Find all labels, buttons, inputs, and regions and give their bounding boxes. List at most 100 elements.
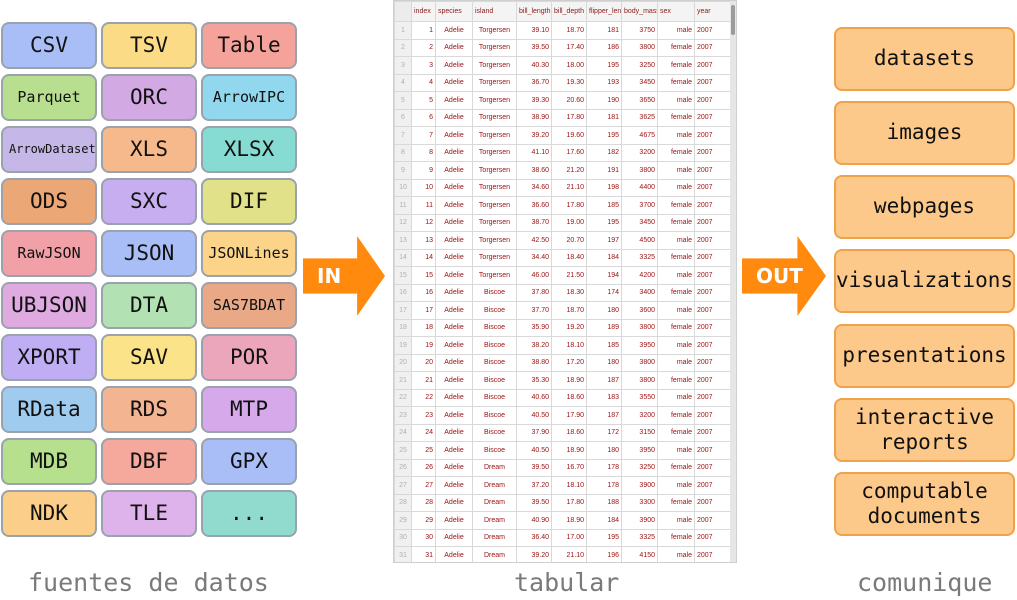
- table-cell: 35.90: [516, 318, 552, 337]
- table-cell: 2007: [694, 266, 733, 285]
- row-number: 3: [394, 56, 412, 75]
- table-cell: 39.20: [516, 126, 552, 145]
- table-cell: Adelie: [435, 406, 473, 425]
- table-cell: 41.10: [516, 143, 552, 162]
- table-cell: 2007: [694, 108, 733, 127]
- column-header[interactable]: sex: [657, 1, 695, 22]
- table-cell: 13: [411, 231, 436, 250]
- table-cell: female: [657, 38, 695, 57]
- table-cell: 2007: [694, 371, 733, 390]
- row-number: 14: [394, 248, 412, 267]
- table-cell: Adelie: [435, 493, 473, 512]
- column-header[interactable]: bill_depth: [551, 1, 587, 22]
- table-cell: 38.70: [516, 213, 552, 232]
- column-header[interactable]: body_mass: [621, 1, 658, 22]
- column-header[interactable]: island: [472, 1, 517, 22]
- table-cell: Adelie: [435, 283, 473, 302]
- table-cell: 28: [411, 493, 436, 512]
- table-cell: female: [657, 493, 695, 512]
- row-number: 30: [394, 528, 412, 547]
- row-number: 25: [394, 441, 412, 460]
- table-cell: 39.50: [516, 493, 552, 512]
- column-header[interactable]: flipper_length: [586, 1, 622, 22]
- table-cell: 20: [411, 353, 436, 372]
- table-cell: 3625: [621, 108, 658, 127]
- column-header[interactable]: species: [435, 1, 473, 22]
- table-cell: 36.70: [516, 73, 552, 92]
- table-cell: 39.20: [516, 546, 552, 562]
- table-cell: 23: [411, 406, 436, 425]
- table-cell: 180: [586, 353, 622, 372]
- format-arrowdataset: ArrowDataset: [1, 126, 97, 173]
- table-cell: 34.60: [516, 178, 552, 197]
- table-cell: Dream: [472, 493, 517, 512]
- row-number: 18: [394, 318, 412, 337]
- column-header[interactable]: index: [411, 1, 436, 22]
- table-cell: 174: [586, 283, 622, 302]
- table-cell: Adelie: [435, 458, 473, 477]
- table-cell: Adelie: [435, 73, 473, 92]
- scrollbar-thumb[interactable]: [731, 5, 735, 35]
- column-header[interactable]: [394, 1, 412, 22]
- table-cell: Adelie: [435, 248, 473, 267]
- table-cell: 17.40: [551, 38, 587, 57]
- table-cell: 3: [411, 56, 436, 75]
- row-number: 27: [394, 476, 412, 495]
- table-cell: Adelie: [435, 143, 473, 162]
- table-scrollbar[interactable]: [730, 1, 736, 562]
- table-cell: Torgersen: [472, 108, 517, 127]
- table-cell: 187: [586, 406, 622, 425]
- table-cell: Biscoe: [472, 283, 517, 302]
- table-cell: 17.80: [551, 108, 587, 127]
- table-cell: 36.40: [516, 528, 552, 547]
- column-header[interactable]: bill_length: [516, 1, 552, 22]
- table-cell: 40.30: [516, 56, 552, 75]
- column-header[interactable]: year: [694, 1, 733, 22]
- table-cell: 2007: [694, 511, 733, 530]
- table-cell: 5: [411, 91, 436, 110]
- table-cell: male: [657, 336, 695, 355]
- output-computable-documents: computable documents: [834, 472, 1015, 536]
- table-cell: 2007: [694, 528, 733, 547]
- format-sas7bdat: SAS7BDAT: [201, 282, 297, 329]
- row-number: 17: [394, 301, 412, 320]
- table-cell: 4150: [621, 546, 658, 562]
- table-cell: Torgersen: [472, 231, 517, 250]
- row-number: 31: [394, 546, 412, 562]
- table-cell: 181: [586, 108, 622, 127]
- table-cell: 2007: [694, 406, 733, 425]
